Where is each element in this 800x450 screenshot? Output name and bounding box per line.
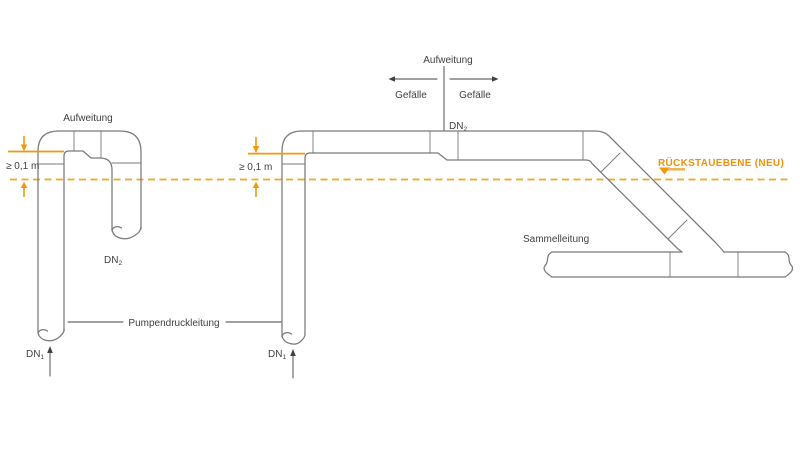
slope-arrow-left-head (388, 76, 395, 82)
middle-line-outer-contour (281, 130, 725, 338)
collector-pipe: Sammelleitung (523, 234, 794, 278)
left-loop-inner-contour (63, 150, 113, 332)
pumpendruckleitung-label: Pumpendruckleitung (128, 318, 219, 329)
backflow-level-callout: RÜCKSTAUEBENE (NEU) (658, 156, 784, 175)
left-riser-break-end (37, 328, 65, 342)
middle-aufweitung-label: Aufweitung (423, 55, 472, 66)
left-min-clearance-label: ≥ 0,1 m (6, 161, 39, 172)
middle-riser-break-curl (281, 331, 293, 337)
collector-break-left (543, 251, 553, 278)
level-marker-triangle-icon (659, 167, 670, 175)
sammelleitung-label: Sammelleitung (523, 234, 589, 245)
left-dim-upper-arrow-head (20, 144, 28, 152)
middle-riser-break-end (281, 332, 306, 345)
left-pump-loop: Aufweitung DN2 DN1 ≥ 0,1 m (6, 113, 142, 377)
left-dim-lower-arrow-head (20, 181, 28, 188)
collector-break-right (784, 251, 794, 278)
left-loop-outer-contour (37, 130, 142, 334)
middle-line-inner-contour (304, 152, 683, 335)
left-dn2-break-curl (111, 225, 123, 231)
left-riser-break-curl (37, 328, 49, 334)
middle-pump-pressure-line: Aufweitung Gefälle Gefälle DN2 DN1 ≥ 0,1… (239, 55, 725, 379)
diagonal-joint-upper (600, 152, 621, 173)
middle-dim-lower-arrow-head (252, 181, 260, 188)
slope-arrow-right-head (492, 76, 499, 82)
middle-dn1-label: DN1 (268, 349, 286, 361)
rueckstauebene-label: RÜCKSTAUEBENE (NEU) (658, 156, 784, 169)
left-dn2-break-end (111, 227, 142, 240)
left-dn1-flow-arrow-head (47, 346, 53, 353)
middle-dn2-label: DN2 (449, 121, 467, 133)
left-dn1-label: DN1 (26, 349, 44, 361)
diagonal-joint-lower (667, 219, 688, 240)
slope-label-left: Gefälle (395, 90, 427, 101)
middle-dim-upper-arrow-head (252, 146, 260, 153)
left-aufweitung-label: Aufweitung (63, 113, 112, 124)
left-dn2-label: DN2 (104, 255, 122, 267)
middle-min-clearance-label: ≥ 0,1 m (239, 162, 272, 173)
pump-pressure-pipe-callout: Pumpendruckleitung (67, 318, 282, 329)
slope-label-right: Gefälle (459, 90, 491, 101)
middle-dn1-flow-arrow-head (290, 349, 296, 356)
